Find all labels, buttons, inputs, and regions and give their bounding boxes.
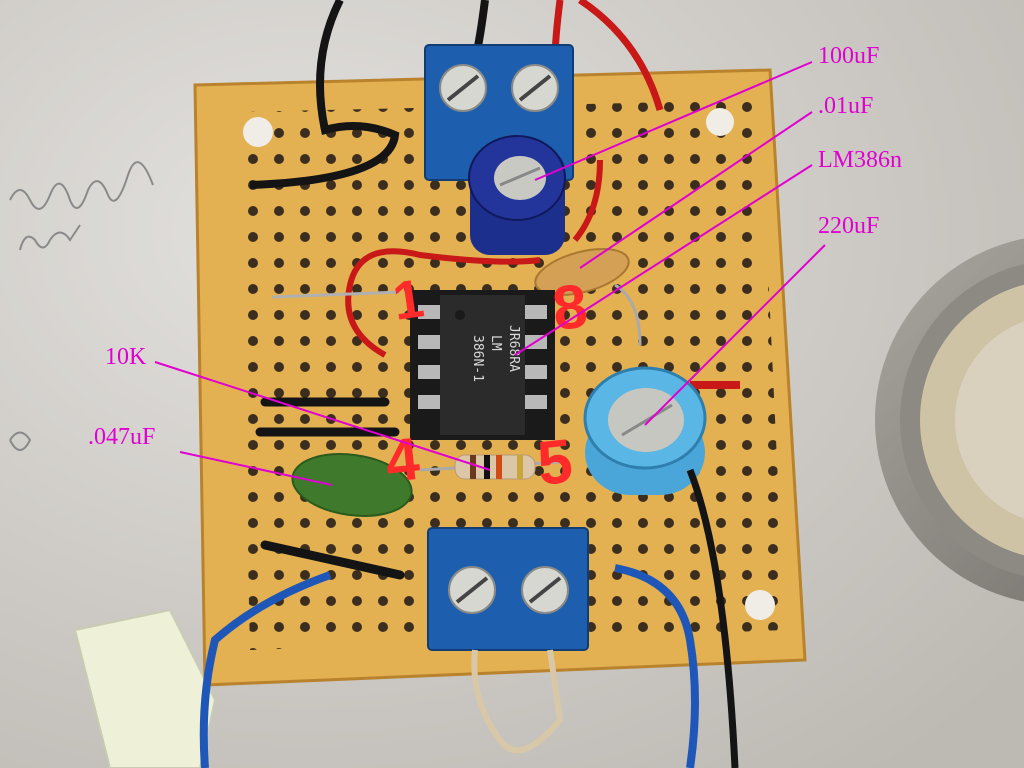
capacitor-220uf: [583, 366, 707, 495]
label-220uf: 220uF: [818, 213, 880, 239]
label-100uf: 100uF: [818, 43, 880, 69]
label-047uf: .047uF: [88, 424, 156, 450]
silver-jumper: [271, 290, 401, 299]
handwriting-scribble: [9, 161, 154, 451]
blue-wire-left: [199, 571, 332, 768]
blue-wire-right: [614, 564, 699, 768]
red-wire-loop: [345, 248, 541, 358]
red-wire-mid: [572, 159, 603, 242]
label-10k: 10K: [105, 344, 147, 370]
pin-number-8: 8: [549, 272, 591, 344]
chip-marking-line1: JR68RA: [506, 325, 521, 372]
pin-number-5: 5: [534, 427, 576, 499]
red-wire-right: [578, 0, 664, 111]
piezo-disc: [875, 238, 1024, 602]
black-jumper-3: [260, 540, 405, 580]
speaker-leads: [471, 649, 564, 754]
callout-leader-lines: [154, 61, 826, 486]
resistor-10k: [419, 454, 561, 480]
terminal-block-bottom: [427, 527, 589, 651]
chip-marking-line2: LM: [488, 335, 503, 351]
black-wire-top: [249, 0, 400, 189]
chip-marking-line3: 386N-1: [470, 335, 485, 382]
label-01uf: .01uF: [818, 93, 874, 119]
label-lm386n: LM386n: [818, 147, 902, 173]
black-wire-right: [686, 468, 739, 768]
lm386-chip: JR68RA LM 386N-1: [410, 290, 555, 440]
capacitor-100uf: [468, 135, 566, 255]
